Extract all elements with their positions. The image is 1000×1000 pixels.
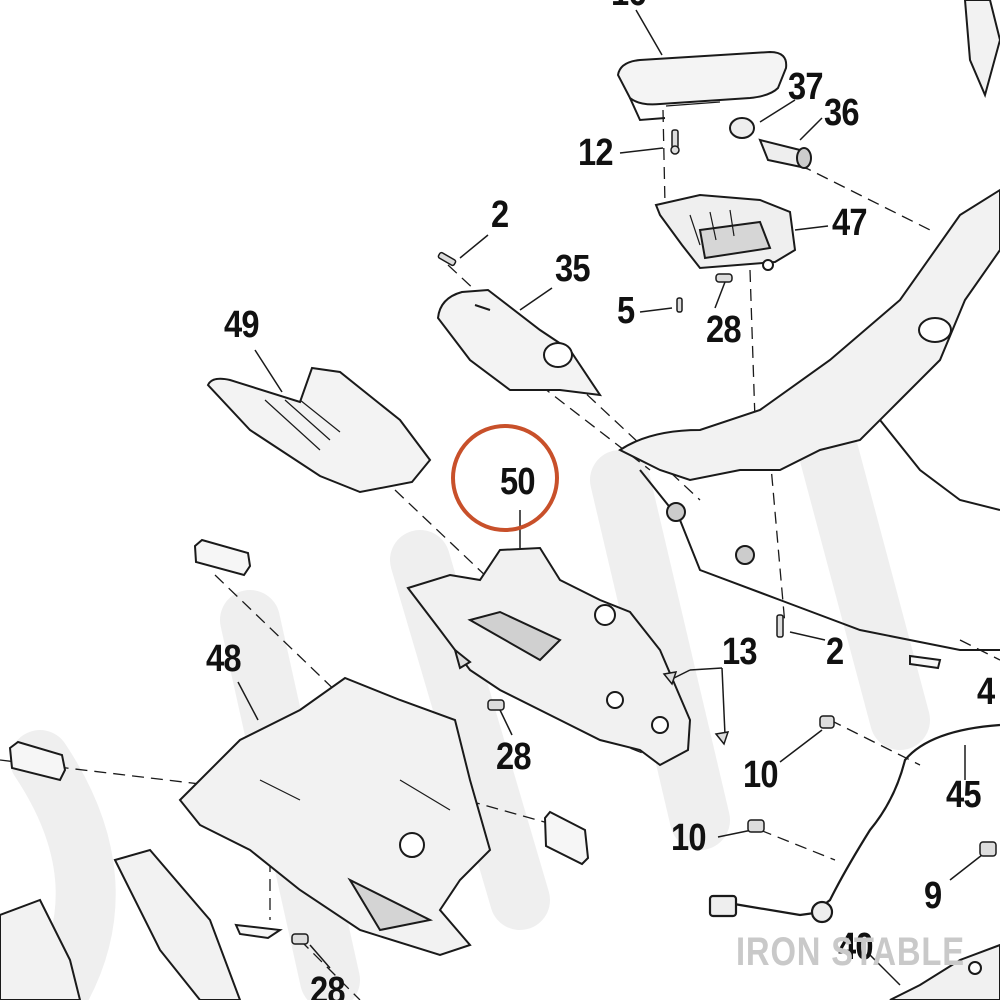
callout-2-top: 2 — [491, 194, 509, 236]
main-frame-right — [618, 0, 1000, 651]
small-screws — [291, 251, 784, 945]
part-36-37-connector — [729, 117, 812, 170]
part-16-pad — [616, 50, 788, 122]
lower-left-panels — [0, 848, 242, 1000]
callout-45: 45 — [946, 774, 982, 816]
part-47-bracket — [654, 193, 797, 271]
callout-10-b: 10 — [671, 817, 707, 859]
callout-36: 36 — [824, 92, 860, 134]
callout-10-a: 10 — [743, 754, 779, 796]
callout-49: 49 — [224, 304, 260, 346]
part-13-clips — [662, 671, 730, 746]
callout-48: 48 — [206, 638, 242, 680]
callout-35: 35 — [555, 248, 591, 290]
part-45-cable — [708, 723, 1000, 924]
callout-9: 9 — [924, 875, 942, 917]
part-49-tray — [206, 366, 432, 494]
part-50-frame — [406, 546, 692, 767]
part-35-panel — [436, 288, 603, 397]
callout-2-right: 2 — [826, 631, 844, 673]
part-48-housing — [178, 676, 492, 957]
part-40-bracket — [889, 943, 1000, 1000]
callout-28-bottom: 28 — [310, 970, 346, 1000]
callout-leaders — [237, 9, 983, 986]
rubber-pads — [8, 538, 942, 940]
callout-28-mid: 28 — [496, 736, 532, 778]
callout-40: 40 — [838, 926, 874, 968]
callout-50: 50 — [500, 461, 536, 503]
part-10-fasteners — [747, 715, 997, 857]
callout-16: 16 — [611, 0, 647, 12]
watermark-text: IRON STABLE — [736, 930, 965, 974]
callout-5: 5 — [617, 290, 635, 332]
highlight-circle — [451, 424, 559, 532]
callout-12: 12 — [578, 132, 614, 174]
callout-28-top: 28 — [706, 309, 742, 351]
callout-37: 37 — [788, 66, 824, 108]
part-12-screw — [670, 129, 680, 155]
callout-4: 4 — [977, 671, 995, 713]
callout-13: 13 — [722, 631, 758, 673]
callout-47: 47 — [832, 202, 868, 244]
